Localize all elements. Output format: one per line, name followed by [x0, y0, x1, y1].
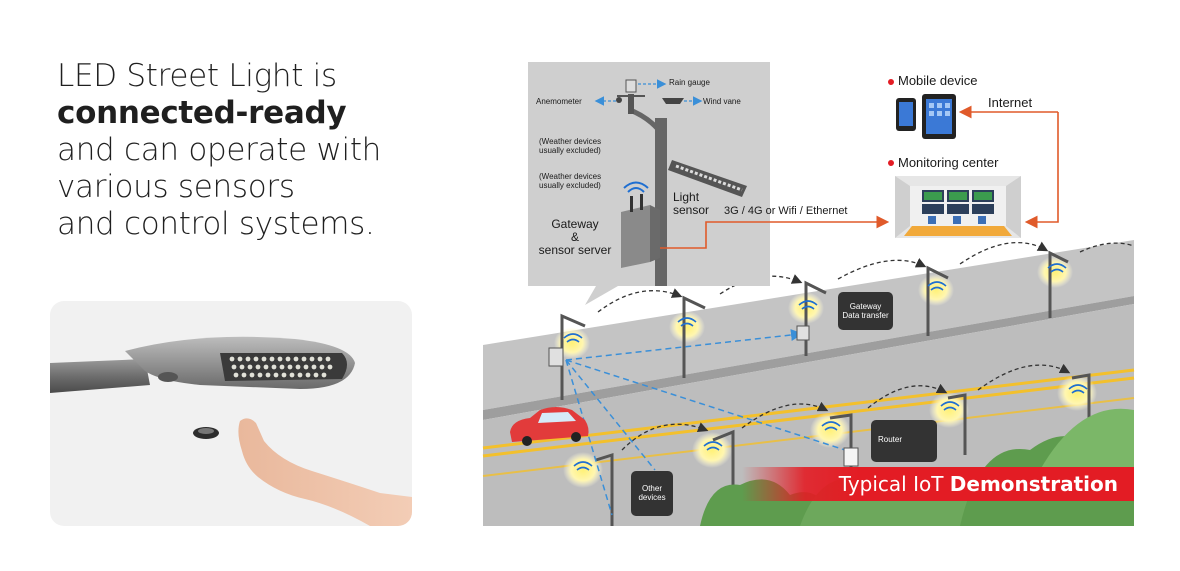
other-devices-bubble: Other devices	[631, 471, 673, 516]
headline: LED Street Light is connected-ready and …	[57, 58, 457, 243]
upper-road-edge	[483, 296, 1134, 420]
headline-line-4: various sensors	[57, 169, 295, 205]
street-wifi-icons	[563, 263, 1088, 471]
weather-note-2: (Weather devices usually excluded)	[539, 172, 602, 190]
anemometer-label: Anemometer	[536, 97, 582, 106]
monitoring-center-label: Monitoring center	[898, 155, 999, 170]
lower-poles	[595, 373, 1091, 526]
gateway-box-small	[548, 347, 564, 367]
internet-label: Internet	[988, 95, 1033, 110]
headline-line-bold: connected-ready	[57, 95, 347, 131]
router-box	[843, 447, 859, 467]
weather-note-1: (Weather devices usually excluded)	[539, 137, 602, 155]
light-sensor-label: Light sensor	[673, 190, 710, 217]
lane-line-2	[482, 376, 1135, 458]
rain-gauge-label: Rain gauge	[669, 78, 710, 87]
banner-title: Typical IoT Demonstration	[838, 472, 1118, 496]
phone-icon	[896, 98, 916, 131]
upper-road	[483, 240, 1134, 410]
wind-vane-label: Wind vane	[703, 97, 741, 106]
internet-link-down	[1024, 112, 1059, 229]
product-photo	[50, 301, 412, 526]
headline-line-3: and can operate with	[57, 132, 382, 168]
demonstration-banner: Typical IoT Demonstration	[742, 467, 1134, 501]
weather-panel	[528, 62, 770, 305]
gateway-box-street	[796, 325, 810, 341]
street-light-illustration	[50, 336, 412, 526]
headline-line-1: LED Street Light is	[57, 58, 337, 94]
headline-line-5: and control systems.	[57, 206, 375, 242]
router-bubble: Router	[871, 420, 937, 462]
gateway-data-bubble: Gateway Data transfer	[838, 292, 893, 330]
link-type-label: 3G / 4G or Wifi / Ethernet	[724, 205, 848, 217]
wifi-icon	[623, 181, 649, 193]
lane-line-1	[482, 368, 1135, 450]
network-link	[660, 215, 890, 249]
monitoring-center-icon	[895, 176, 1021, 238]
bullet-mobile	[888, 79, 894, 85]
car	[510, 407, 589, 446]
mobile-device-label: Mobile device	[898, 73, 978, 88]
bullet-monitoring	[888, 160, 894, 166]
gateway-label: Gateway & sensor server	[538, 217, 612, 257]
light-glows	[554, 256, 1097, 488]
upper-poles	[560, 250, 1069, 400]
tablet-icon	[922, 94, 956, 139]
